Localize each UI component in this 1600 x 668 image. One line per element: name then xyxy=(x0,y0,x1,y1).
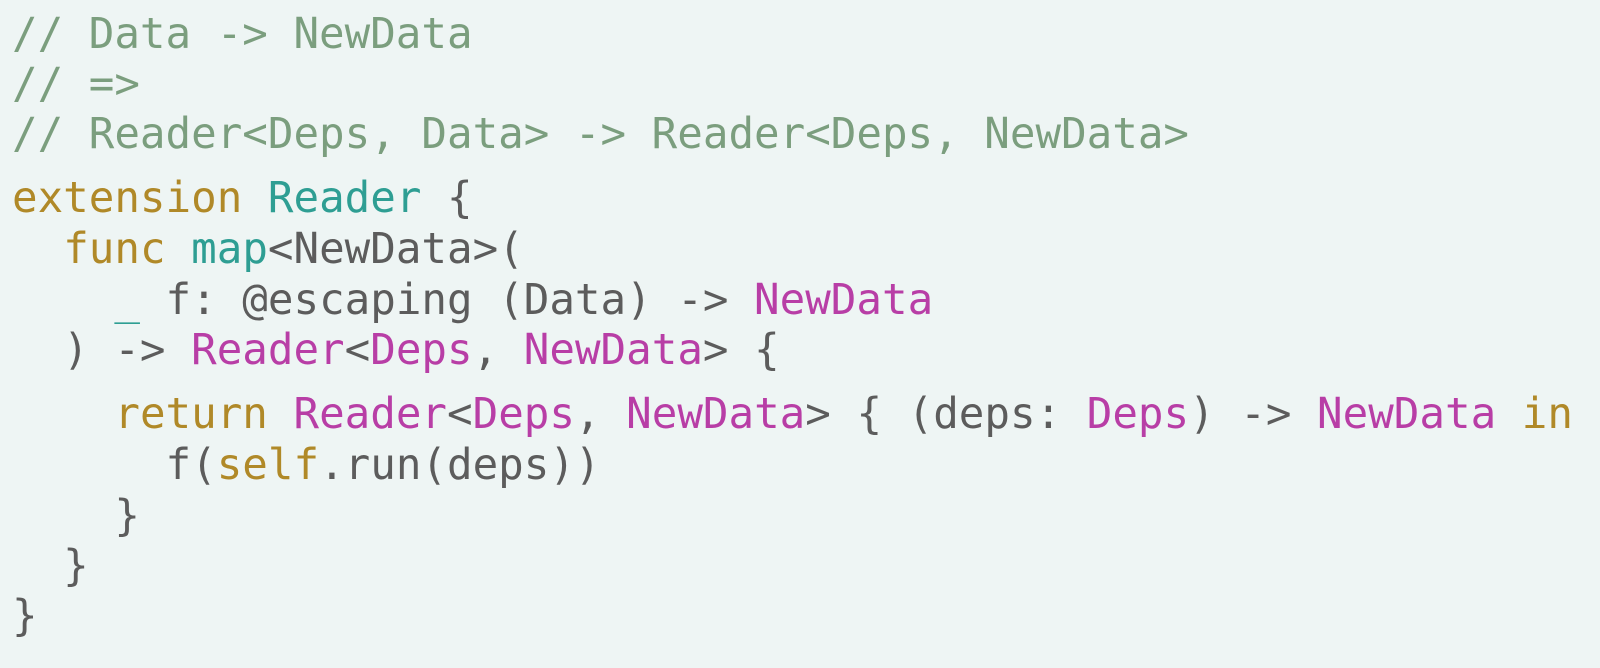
code-line: // => xyxy=(12,63,140,107)
code-token: } xyxy=(12,542,89,591)
comment-token: // Data -> NewData xyxy=(12,10,473,59)
code-line: // Data -> NewData xyxy=(12,13,473,57)
code-token: f: @escaping (Data) -> xyxy=(139,276,755,325)
keyword-token: self xyxy=(216,441,320,490)
type-definition-token: Reader xyxy=(267,174,422,223)
type-token: NewData xyxy=(626,390,806,439)
comment-token: // Reader<Deps, Data> -> Reader<Deps, Ne… xyxy=(12,110,1190,159)
code-token: f( xyxy=(12,441,217,490)
code-token: > { xyxy=(702,326,780,375)
code-line: _ f: @escaping (Data) -> NewData xyxy=(12,279,933,323)
code-token: { xyxy=(421,174,473,223)
code-token: <NewData>( xyxy=(267,225,524,274)
code-token: < xyxy=(447,390,473,439)
type-definition-token: map xyxy=(191,225,268,274)
code-token xyxy=(1496,390,1522,439)
type-token: Reader xyxy=(191,326,345,375)
keyword-token: func xyxy=(63,225,166,274)
code-token: > { (deps: xyxy=(805,390,1087,439)
code-token: , xyxy=(574,390,627,439)
underscore-token: _ xyxy=(114,276,140,325)
code-token: } xyxy=(12,492,140,541)
keyword-token: return xyxy=(114,390,268,439)
code-line: f(self.run(deps)) xyxy=(12,444,601,488)
comment-token: // => xyxy=(12,60,140,109)
code-line: return Reader<Deps, NewData> { (deps: De… xyxy=(12,393,1573,437)
code-line: } xyxy=(12,545,89,589)
code-line: } xyxy=(12,595,38,639)
keyword-token: in xyxy=(1521,390,1573,439)
code-token xyxy=(242,174,268,223)
code-line: func map<NewData>( xyxy=(12,228,524,272)
code-token xyxy=(166,225,192,274)
code-token xyxy=(12,390,114,439)
type-token: Deps xyxy=(1086,390,1190,439)
code-line: // Reader<Deps, Data> -> Reader<Deps, Ne… xyxy=(12,113,1189,157)
code-token: < xyxy=(344,326,371,375)
type-token: Deps xyxy=(472,390,575,439)
type-token: NewData xyxy=(1317,390,1497,439)
code-token: .run(deps)) xyxy=(319,441,601,490)
type-token: Reader xyxy=(293,390,448,439)
code-line: ) -> Reader<Deps, NewData> { xyxy=(12,329,780,373)
keyword-token: extension xyxy=(12,174,243,223)
code-token xyxy=(12,225,63,274)
code-token: } xyxy=(12,592,38,641)
code-token: ) -> xyxy=(12,326,192,375)
type-token: NewData xyxy=(523,326,703,375)
code-token xyxy=(268,390,294,439)
type-token: NewData xyxy=(754,276,934,325)
code-line: extension Reader { xyxy=(12,177,473,221)
code-line: } xyxy=(12,495,140,539)
type-token: Deps xyxy=(370,326,473,375)
code-token: ) -> xyxy=(1189,390,1318,439)
code-token: , xyxy=(472,326,524,375)
code-token xyxy=(12,276,114,325)
